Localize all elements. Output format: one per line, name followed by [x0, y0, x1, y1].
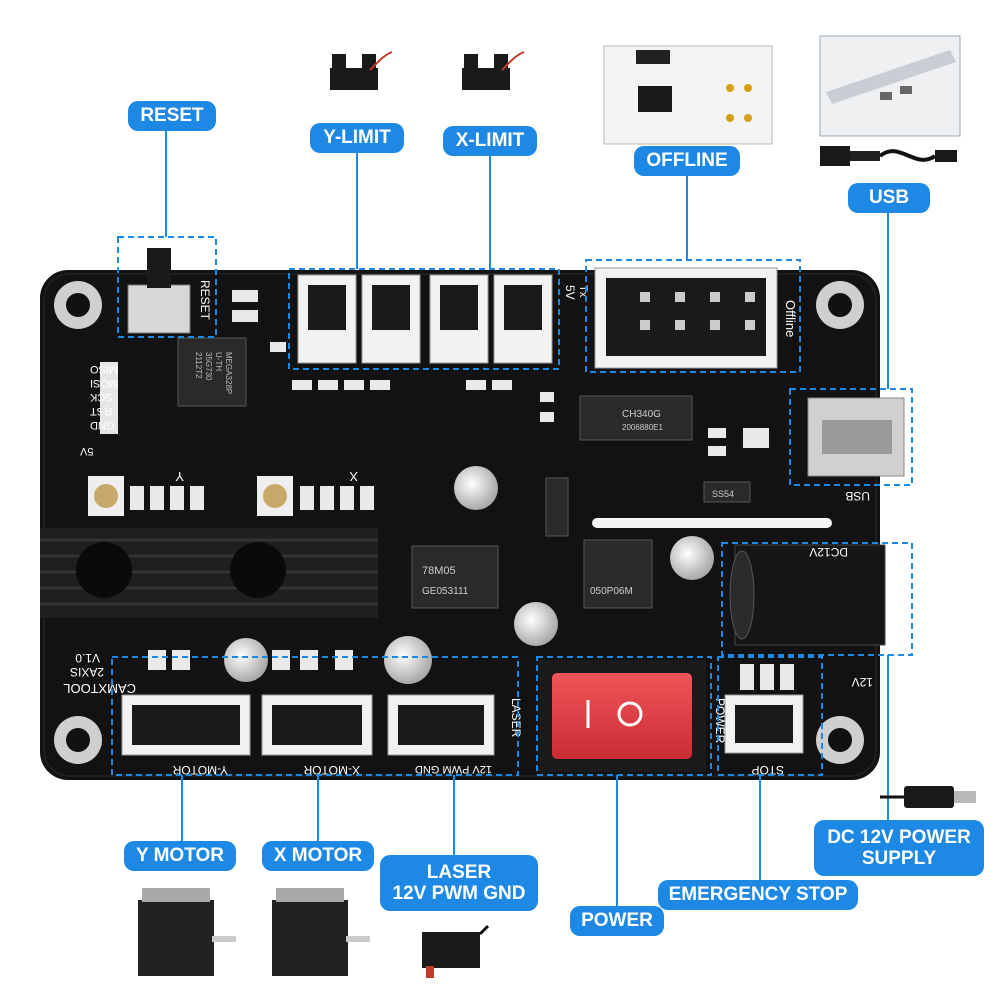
y-motor-connector — [121, 694, 251, 756]
laser-module-illustration — [422, 924, 490, 978]
silk-y-motor: Y-MOTOR — [172, 763, 228, 777]
svg-text:78M05: 78M05 — [422, 565, 456, 577]
x-motor-connector — [261, 694, 373, 756]
heatsink — [40, 528, 378, 618]
callout-dc-power-supply: DC 12V POWER SUPPLY — [814, 820, 984, 876]
callout-emergency-stop: EMERGENCY STOP — [658, 880, 858, 910]
usb-cable-illustration — [820, 146, 957, 166]
power-switch[interactable] — [538, 660, 706, 772]
silk-model: 2AXIS — [70, 665, 104, 679]
callout-boxes — [111, 236, 913, 776]
svg-text:GND: GND — [90, 419, 115, 431]
silk-usb: USB — [845, 489, 870, 503]
svg-text:2112T2: 2112T2 — [194, 352, 203, 379]
silk-strip — [592, 518, 832, 528]
mcu-chip: MEGA328P U-TH 35G730 2112T2 — [177, 337, 247, 407]
callout-reset: RESET — [128, 101, 216, 131]
callout-x-limit: X-LIMIT — [443, 126, 537, 156]
offline-header-connector — [594, 267, 778, 369]
silk-tx: Tx — [577, 285, 589, 298]
capacitors — [224, 466, 714, 684]
mounting-hole-top-left — [54, 281, 102, 329]
x-potentiometer[interactable] — [257, 476, 293, 516]
y-potentiometer[interactable] — [88, 476, 124, 516]
callout-laser: LASER 12V PWM GND — [380, 855, 538, 911]
silk-12v: 12V — [852, 675, 873, 689]
svg-text:MOSI: MOSI — [90, 377, 118, 389]
svg-text:U-TH: U-TH — [214, 352, 223, 371]
callout-power: POWER — [570, 906, 664, 936]
svg-text:SS54: SS54 — [712, 489, 734, 499]
dc-plug-illustration — [880, 786, 976, 808]
y-limit-switch-illustration — [330, 51, 393, 90]
regulator-78m05: 78M05 GE053111 — [411, 545, 499, 609]
silk-x-motor: X-MOTOR — [303, 763, 360, 777]
silk-axis-y: Y — [175, 469, 184, 484]
dc-power-jack[interactable] — [729, 544, 886, 646]
svg-text:5V: 5V — [79, 445, 93, 457]
offline-controller-illustration — [603, 45, 773, 145]
silk-reset: RESET — [198, 280, 212, 321]
svg-text:RST: RST — [90, 405, 112, 417]
mounting-hole-bottom-left — [54, 716, 102, 764]
usb-serial-chip: CH340G 2006880E1 — [579, 395, 693, 441]
silk-laser: LASER — [509, 698, 523, 738]
stop-connector — [724, 694, 804, 754]
silk-axis-x: X — [349, 469, 358, 484]
svg-text:SCK: SCK — [89, 391, 112, 403]
callout-leader-lines — [165, 130, 889, 906]
svg-text:GE053111: GE053111 — [422, 586, 469, 597]
svg-text:35G730: 35G730 — [204, 352, 213, 381]
smd-components — [130, 290, 794, 690]
svg-text:2006880E1: 2006880E1 — [622, 423, 663, 432]
silk-version: V1.0 — [75, 651, 100, 665]
reset-button[interactable] — [127, 248, 191, 334]
callout-y-motor: Y MOTOR — [124, 841, 236, 871]
svg-text:MEGA328P: MEGA328P — [224, 352, 233, 394]
limit-connectors — [297, 274, 553, 364]
laser-connector — [387, 694, 495, 756]
mounting-hole-bottom-right — [816, 716, 864, 764]
mosfet-050p06m: 050P06M — [583, 539, 653, 609]
diode-ss54: SS54 — [545, 477, 751, 537]
silk-5v: 5V — [563, 285, 577, 300]
silk-dc12v: DC12V — [809, 545, 848, 559]
silk-power: POWER — [713, 698, 727, 744]
laptop-usb-illustration — [819, 35, 961, 137]
x-limit-switch-illustration — [462, 51, 525, 90]
silk-offline: Offline — [783, 300, 798, 337]
callout-usb: USB — [848, 183, 930, 213]
svg-text:CH340G: CH340G — [622, 409, 661, 420]
isp-header: MISO MOSI SCK RST GND 5V — [79, 362, 118, 457]
silk-laser-pins: 12V PWM GND — [415, 763, 492, 775]
y-stepper-motor-illustration — [138, 888, 236, 976]
svg-text:050P06M: 050P06M — [590, 586, 633, 597]
silk-brand: CAMXTOOL — [63, 681, 136, 696]
x-stepper-motor-illustration — [272, 888, 370, 976]
callout-x-motor: X MOTOR — [262, 841, 374, 871]
mounting-hole-top-right — [816, 281, 864, 329]
svg-text:MISO: MISO — [90, 363, 119, 375]
silk-stop: STOP — [752, 763, 784, 777]
usb-port[interactable] — [807, 397, 905, 477]
callout-offline: OFFLINE — [634, 146, 740, 176]
callout-y-limit: Y-LIMIT — [310, 123, 404, 153]
